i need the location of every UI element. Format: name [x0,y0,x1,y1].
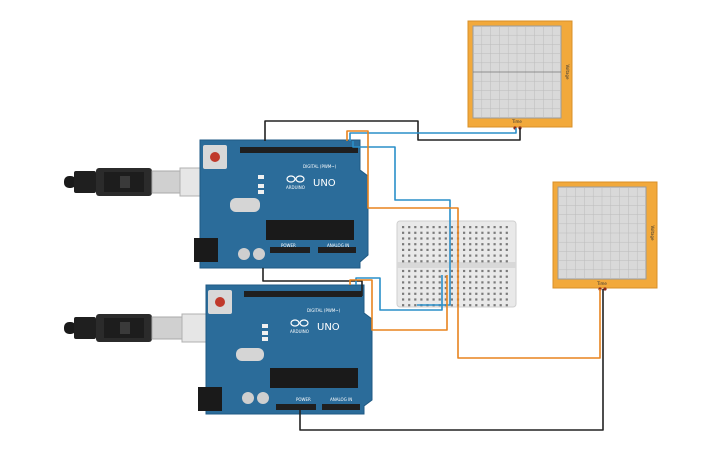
wire-black[interactable] [299,289,604,431]
power-jack[interactable] [198,387,222,411]
scope-right-y-label: Voltage [650,225,655,241]
digital-header[interactable] [240,147,358,153]
analog-label: ANALOG IN [327,243,349,248]
wire-blue[interactable] [349,128,517,141]
breadboard[interactable] [396,220,517,308]
led-indicator [258,175,264,179]
power-label: POWER [296,397,311,402]
digital-header[interactable] [244,291,362,297]
led-indicator [258,184,264,188]
scope-right-x-label: Time [596,281,607,286]
brand-label: ARDUINO [290,329,309,334]
led-indicator [258,190,264,194]
arduino-uno-top[interactable]: DIGITAL (PWM~) UNO ARDUINO POWER ANALOG … [194,139,369,269]
arduino-logo-icon [286,175,305,183]
analog-header[interactable] [318,247,356,253]
digital-label: DIGITAL (PWM~) [303,164,337,169]
capacitor [242,392,254,404]
wire-orange[interactable] [349,275,448,331]
arduino-logo-icon [290,319,309,327]
usb-cable-icon[interactable] [64,313,207,343]
scope-top-y-label: Voltage [565,64,570,80]
capacitor [253,248,265,260]
wire-blue[interactable] [352,141,451,306]
power-label: POWER [281,243,296,248]
analog-header[interactable] [322,404,360,410]
led-indicator [262,331,268,335]
crystal [236,348,264,361]
arduino-uno-bottom[interactable]: DIGITAL (PWM~) UNO ARDUINO POWER ANALOG … [198,284,373,415]
oscilloscope-right[interactable]: Voltage Time [552,181,658,291]
brand-label: ARDUINO [286,185,305,190]
chip-icon [270,368,358,388]
power-header[interactable] [276,404,316,410]
wire-black[interactable] [264,120,521,141]
capacitor [238,248,250,260]
scope-right-ground-pin[interactable] [603,287,607,291]
usb-cable-icon[interactable] [64,167,205,197]
wire-black[interactable] [262,268,363,296]
wire-blue[interactable] [355,275,443,311]
chip-icon [266,220,354,240]
led-indicator [262,324,268,328]
capacitor [257,392,269,404]
uno-label: UNO [317,322,340,333]
digital-label: DIGITAL (PWM~) [307,308,341,313]
scope-right-grid [558,187,646,279]
power-header[interactable] [270,247,310,253]
wire-orange[interactable] [346,130,601,359]
power-jack[interactable] [194,238,218,262]
crystal [230,198,260,212]
led-indicator [262,337,268,341]
oscilloscope-top[interactable]: Voltage Time [467,20,573,130]
uno-label: UNO [313,178,336,189]
scope-top-x-label: Time [511,119,522,124]
analog-label: ANALOG IN [330,397,352,402]
